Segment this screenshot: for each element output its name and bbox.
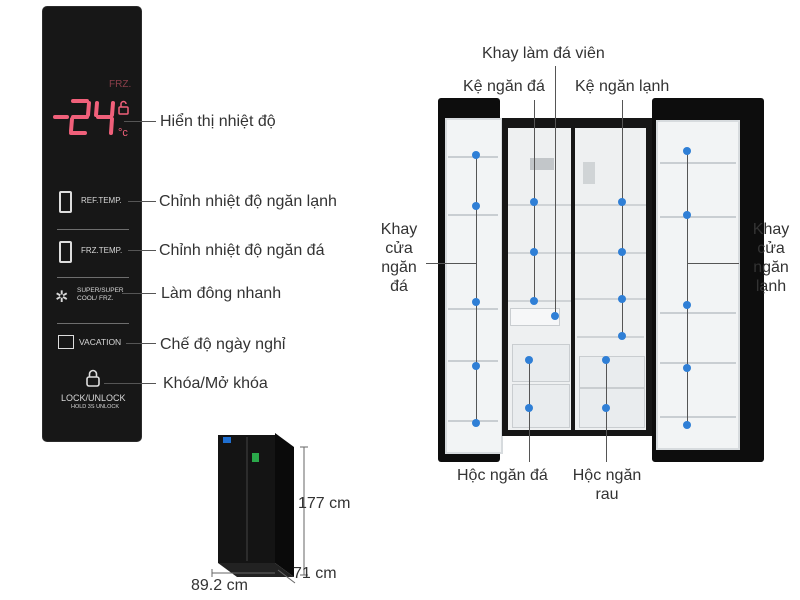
marker-dot bbox=[472, 362, 480, 370]
marker-dot bbox=[602, 404, 610, 412]
callout-freezer-shelf: Kệ ngăn đá bbox=[463, 78, 545, 95]
lock-unlock-label: LOCK/UNLOCK bbox=[61, 393, 126, 403]
super-cool-label: SUPER/SUPER COOL/ FRZ. bbox=[77, 287, 124, 302]
marker-dot bbox=[530, 198, 538, 206]
callout-super: Làm đông nhanh bbox=[161, 285, 282, 302]
marker-dot bbox=[602, 356, 610, 364]
temp-unit: °c bbox=[118, 127, 128, 139]
marker-dot bbox=[472, 298, 480, 306]
leader-line bbox=[128, 201, 156, 202]
fridge-cabinet bbox=[502, 118, 652, 436]
marker-dot bbox=[683, 147, 691, 155]
control-panel: FRZ. °c REF.TEMP. FR bbox=[42, 6, 142, 442]
leader-line bbox=[128, 250, 156, 251]
callout-freezer-drawer: Hộc ngăn đá bbox=[457, 467, 548, 484]
marker-dot bbox=[618, 295, 626, 303]
dimension-depth: 71 cm bbox=[293, 565, 337, 582]
leader-line bbox=[122, 293, 156, 294]
callout-display: Hiển thị nhiệt độ bbox=[160, 113, 276, 130]
leader-line bbox=[124, 121, 156, 122]
marker-dot bbox=[618, 248, 626, 256]
callout-fridge-door-tray: Khay cửa ngăn lạnh bbox=[752, 221, 790, 295]
freezer-door bbox=[438, 98, 503, 462]
callout-vacation: Chế độ ngày nghỉ bbox=[160, 336, 286, 353]
ref-temp-button[interactable]: REF.TEMP. bbox=[55, 189, 135, 219]
frz-temp-label: FRZ.TEMP. bbox=[81, 246, 123, 255]
frz-temp-button[interactable]: FRZ.TEMP. bbox=[55, 239, 135, 269]
leader-line bbox=[426, 263, 476, 264]
vacation-label: VACATION bbox=[79, 337, 122, 347]
callout-freezer-door-tray: Khay cửa ngăn đá bbox=[380, 221, 418, 295]
marker-dot bbox=[472, 419, 480, 427]
snowflake-icon: ✲ bbox=[55, 289, 69, 306]
marker-dot bbox=[551, 312, 559, 320]
guide-line bbox=[555, 66, 556, 316]
callout-frz-temp: Chỉnh nhiệt độ ngăn đá bbox=[159, 242, 325, 259]
callout-lock: Khóa/Mở khóa bbox=[163, 375, 268, 392]
guide-line bbox=[622, 100, 623, 336]
frz-mode-label: FRZ. bbox=[109, 79, 132, 90]
ref-temp-label: REF.TEMP. bbox=[81, 196, 122, 205]
dimension-width: 89.2 cm bbox=[191, 577, 248, 594]
guide-line bbox=[476, 155, 477, 423]
marker-dot bbox=[525, 356, 533, 364]
open-fridge bbox=[436, 96, 766, 466]
marker-dot bbox=[530, 297, 538, 305]
callout-fridge-shelf: Kệ ngăn lạnh bbox=[575, 78, 670, 95]
marker-dot bbox=[683, 301, 691, 309]
callout-veg-drawer: Hộc ngăn rau bbox=[572, 467, 642, 503]
marker-dot bbox=[618, 332, 626, 340]
super-cool-button[interactable]: ✲ SUPER/SUPER COOL/ FRZ. bbox=[55, 285, 135, 315]
leader-line bbox=[104, 383, 156, 384]
marker-dot bbox=[472, 151, 480, 159]
lock-unlock-button[interactable]: LOCK/UNLOCK HOLD 3S UNLOCK bbox=[51, 369, 135, 413]
temperature-display bbox=[53, 99, 129, 135]
fridge-dimension-illustration bbox=[211, 433, 308, 584]
frz-temp-icon bbox=[59, 241, 72, 263]
vacation-icon bbox=[58, 335, 74, 349]
marker-dot bbox=[472, 202, 480, 210]
marker-dot bbox=[618, 198, 626, 206]
callout-ref-temp: Chỉnh nhiệt độ ngăn lạnh bbox=[159, 193, 337, 210]
marker-dot bbox=[683, 421, 691, 429]
guide-line bbox=[687, 151, 688, 425]
marker-dot bbox=[683, 211, 691, 219]
ref-temp-icon bbox=[59, 191, 72, 213]
dimension-height: 177 cm bbox=[298, 495, 351, 512]
panel-divider bbox=[57, 277, 129, 278]
leader-line bbox=[687, 263, 739, 264]
marker-dot bbox=[525, 404, 533, 412]
marker-dot bbox=[530, 248, 538, 256]
leader-line bbox=[126, 343, 156, 344]
panel-divider bbox=[57, 323, 129, 324]
panel-divider bbox=[57, 229, 129, 230]
marker-dot bbox=[683, 364, 691, 372]
fridge-door bbox=[652, 98, 764, 462]
vacation-button[interactable]: VACATION bbox=[55, 333, 135, 359]
callout-ice-tray: Khay làm đá viên bbox=[482, 45, 605, 62]
lock-unlock-sublabel: HOLD 3S UNLOCK bbox=[71, 404, 119, 410]
lock-icon bbox=[86, 369, 100, 387]
